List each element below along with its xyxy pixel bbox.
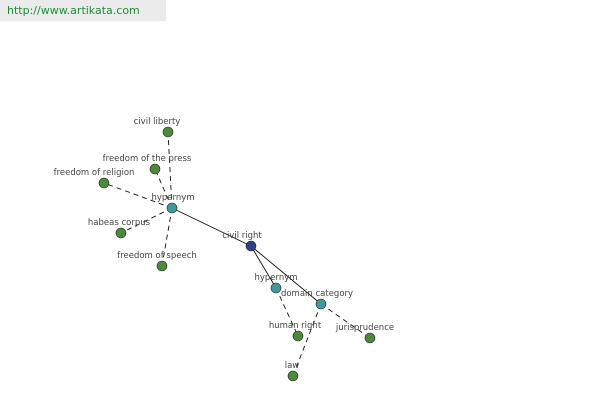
label-freedom-of-the-press: freedom of the press [103,154,192,164]
edge-civil-right-hypernym-2 [250,245,277,289]
node-law[interactable] [287,370,299,382]
url-banner: http://www.artikata.com [0,0,166,21]
edge-domain-category-jurisprudence [320,303,371,339]
node-human-right[interactable] [292,330,304,342]
label-habeas-corpus: habeas corpus [88,218,151,228]
edge-hypernym-1-freedom-of-religion [103,182,173,209]
edge-hypernym-1-civil-liberty [167,131,173,209]
label-hypernym-1: hypernym [151,193,194,203]
edge-hypernym-1-freedom-of-the-press [154,168,173,209]
node-freedom-of-religion[interactable] [98,177,110,189]
graph-nodes [98,126,376,382]
label-freedom-of-religion: freedom of religion [54,168,135,178]
edge-civil-right-domain-category [250,245,322,305]
graph-edges [103,131,371,377]
graph-labels: civil right hypernym hypernym domain cat… [54,117,395,371]
edge-civil-right-hypernym-1 [171,207,252,247]
node-civil-right[interactable] [245,240,257,252]
label-domain-category: domain category [281,289,353,299]
node-hypernym-2[interactable] [270,282,282,294]
site-url-link[interactable]: http://www.artikata.com [7,4,140,17]
node-freedom-of-speech[interactable] [156,260,168,272]
node-habeas-corpus[interactable] [115,227,127,239]
node-freedom-of-the-press[interactable] [149,163,161,175]
label-civil-right: civil right [222,231,262,241]
label-hypernym-2: hypernym [254,273,297,283]
node-domain-category[interactable] [315,298,327,310]
node-jurisprudence[interactable] [364,332,376,344]
label-freedom-of-speech: freedom of speech [117,251,197,261]
edge-domain-category-law [292,303,322,377]
label-jurisprudence: jurisprudence [335,323,394,333]
edge-hypernym-1-freedom-of-speech [161,207,173,267]
edge-hypernym-1-habeas-corpus [120,207,173,234]
node-hypernym-1[interactable] [166,202,178,214]
label-law: law [285,361,300,371]
label-human-right: human right [269,321,322,331]
label-civil-liberty: civil liberty [134,117,181,127]
node-civil-liberty[interactable] [162,126,174,138]
